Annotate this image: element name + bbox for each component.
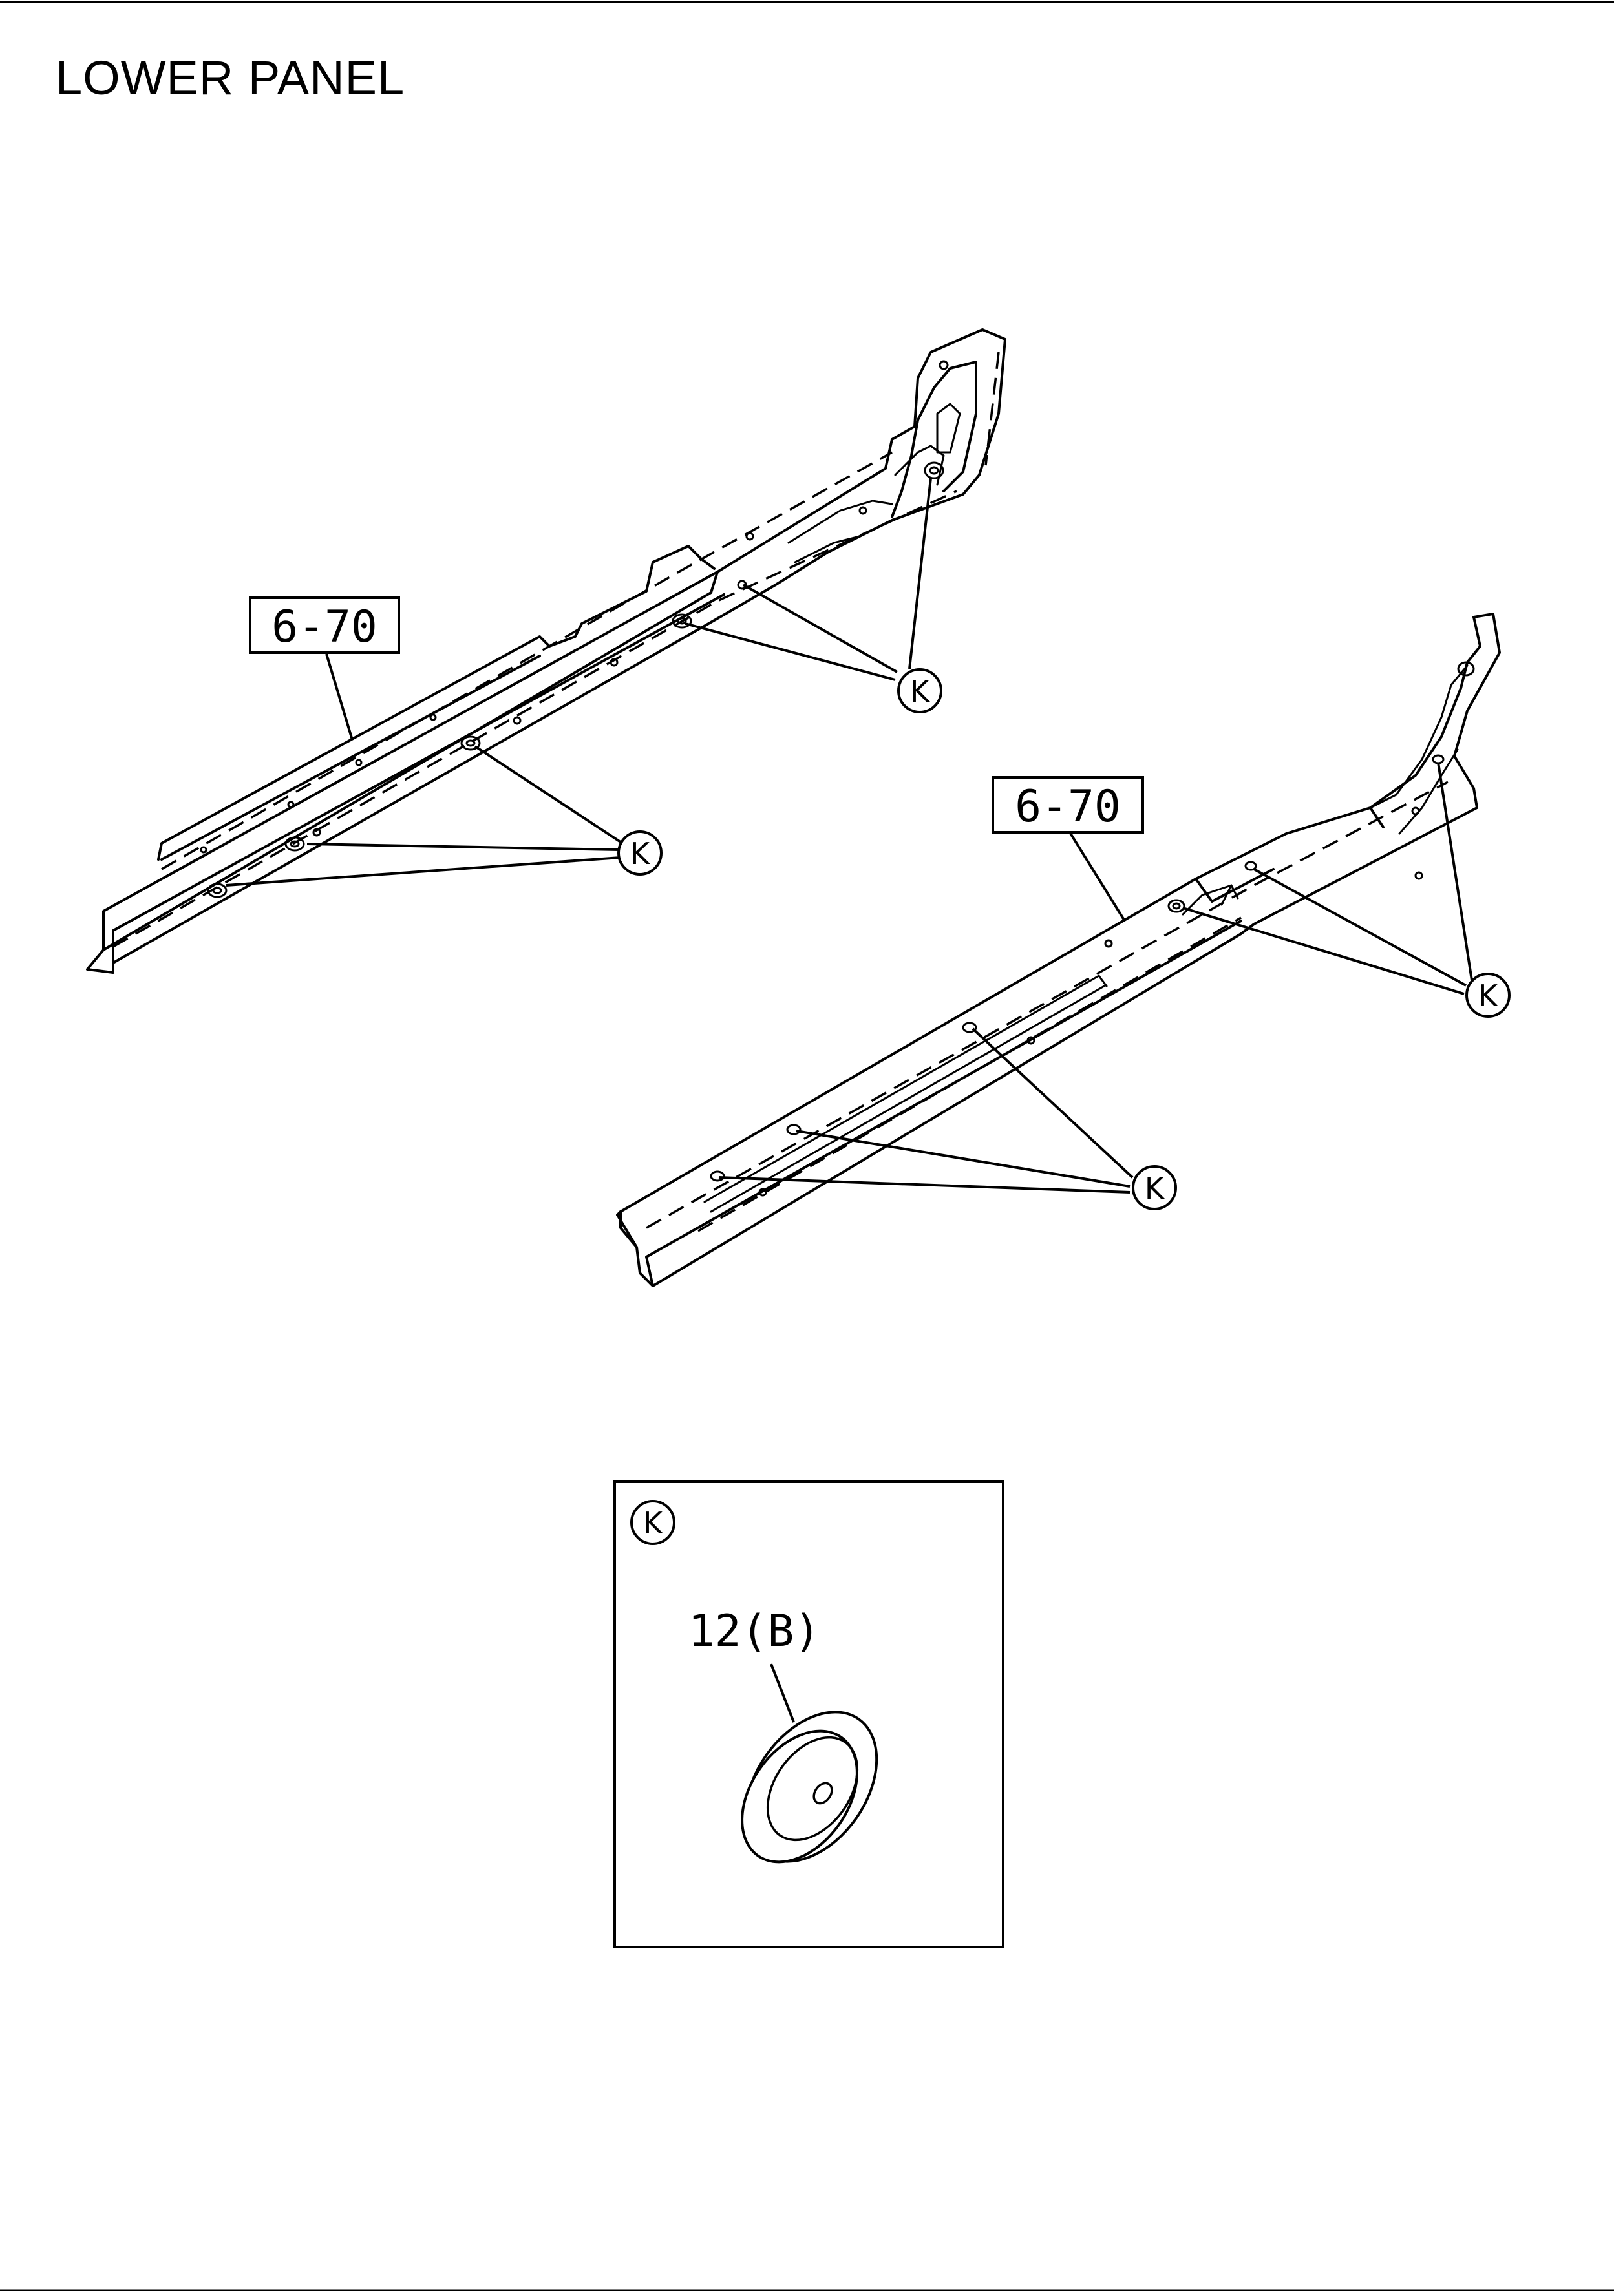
ref-box-right[interactable]: 6-70 — [992, 776, 1144, 834]
leader-lines — [226, 478, 1473, 1194]
part-label-12b[interactable]: 12(B) — [688, 1606, 821, 1657]
k-marker-left-lower[interactable]: K — [617, 830, 663, 876]
left-lower-panel — [86, 328, 1006, 974]
k-marker-right-upper[interactable]: K — [1465, 973, 1511, 1018]
k-marker-label: K — [1478, 978, 1499, 1013]
k-marker-label: K — [630, 836, 651, 871]
detail-k-marker-label: K — [643, 1506, 664, 1541]
detail-k-marker: K — [630, 1500, 675, 1545]
detail-k-box: K 12(B) — [613, 1480, 1004, 1948]
k-marker-label: K — [1145, 1171, 1165, 1206]
ref-label-right: 6-70 — [1015, 781, 1121, 832]
right-lower-panel — [616, 613, 1501, 1287]
page-title: LOWER PANEL — [56, 51, 405, 105]
ref-box-left[interactable]: 6-70 — [249, 596, 400, 654]
grommet-plug[interactable] — [718, 1687, 904, 1886]
k-marker-left-upper[interactable]: K — [897, 668, 942, 713]
k-marker-right-lower[interactable]: K — [1132, 1165, 1177, 1210]
k-marker-label: K — [910, 674, 931, 709]
ref-label-left: 6-70 — [271, 602, 377, 653]
